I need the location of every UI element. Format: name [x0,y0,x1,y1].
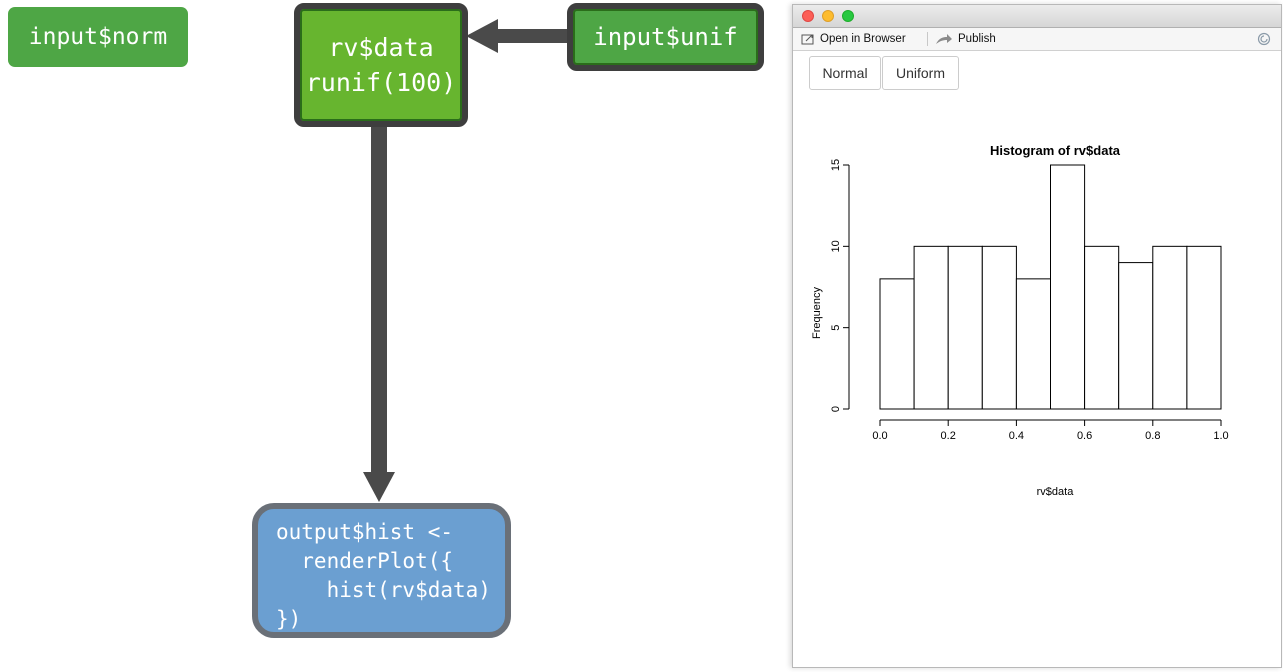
histogram-bars [879,164,1222,410]
open-in-browser-label: Open in Browser [820,33,906,45]
histogram-bar [879,278,915,410]
y-axis-label: Frequency [811,287,823,339]
arrow-unif-to-rv [466,19,570,53]
rv-data-node: rv$data runif(100) [294,3,468,127]
histogram-bar [1050,164,1086,410]
histogram-bar [1015,278,1051,410]
x-tick-label: 0.0 [872,430,887,442]
x-tick-label: 0.8 [1145,430,1160,442]
histogram-bar [1186,245,1222,410]
viewer-toolbar: Open in Browser Publish [793,28,1281,51]
histogram-chart: Histogram of rv$data rv$data Frequency 0… [811,143,1229,498]
y-tick-label: 15 [830,159,842,171]
output-hist-code: output$hist <- renderPlot({ hist(rv$data… [276,520,491,631]
arrow-rv-to-output [363,126,395,502]
y-axis: 0 5 10 15 [830,159,850,412]
app-window: Open in Browser Publish Normal Uniform H… [792,4,1282,668]
input-norm-label: input$norm [28,24,168,50]
histogram-bar [1118,262,1154,410]
toolbar-separator [927,32,928,46]
x-tick-label: 0.4 [1009,430,1024,442]
rv-data-expression: runif(100) [305,68,457,97]
publish-label: Publish [958,33,996,45]
histogram-bar [1084,245,1120,410]
input-norm-node: input$norm [8,7,188,67]
chart-title: Histogram of rv$data [990,143,1121,158]
title-bar [793,5,1281,28]
rv-data-label: rv$data [328,33,434,62]
output-hist-node: output$hist <- renderPlot({ hist(rv$data… [252,503,511,638]
zoom-window-button[interactable] [842,10,854,22]
open-in-browser-button[interactable]: Open in Browser [801,28,906,50]
input-unif-label: input$unif [593,23,738,51]
refresh-icon [1257,32,1271,46]
publish-button[interactable]: Publish [935,28,996,50]
histogram-bar [1152,245,1188,410]
uniform-button[interactable]: Uniform [882,56,959,90]
publish-icon [936,34,952,44]
minimize-window-button[interactable] [822,10,834,22]
histogram-bar [981,245,1017,410]
open-in-browser-icon [801,34,814,45]
normal-button[interactable]: Normal [809,56,881,90]
x-axis-label: rv$data [1037,486,1075,498]
refresh-button[interactable] [1257,28,1271,50]
y-tick-label: 10 [830,240,842,252]
y-tick-label: 5 [830,325,842,331]
histogram-bar [947,245,983,410]
x-tick-label: 0.2 [941,430,956,442]
x-tick-label: 0.6 [1077,430,1092,442]
x-tick-label: 1.0 [1213,430,1228,442]
histogram-bar [913,245,949,410]
close-window-button[interactable] [802,10,814,22]
x-axis: 0.0 0.2 0.4 0.6 0.8 1.0 [872,419,1229,442]
y-tick-label: 0 [830,406,842,412]
input-unif-node: input$unif [567,3,764,71]
